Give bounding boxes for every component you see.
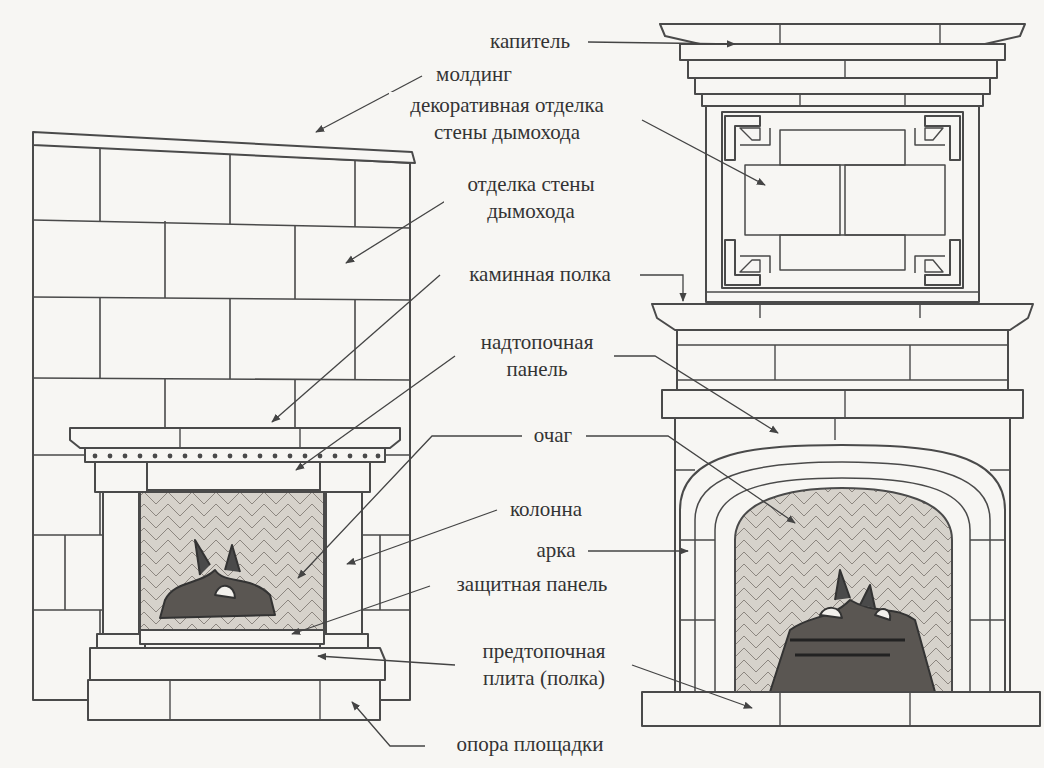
part-label: очаг [531, 422, 575, 449]
part-label: опора площадки [453, 731, 606, 758]
part-label: колонна [507, 496, 585, 523]
part-label: каминная полка [466, 261, 614, 288]
part-label: отделка стены дымохода [444, 171, 618, 225]
leader-lines [272, 42, 795, 746]
part-label: предтопочная плита (полка) [468, 638, 621, 692]
part-label: капитель [487, 28, 573, 55]
part-label: молдинг [433, 61, 515, 88]
part-label: надтопочная панель [461, 329, 614, 383]
part-label: защитная панель [454, 571, 611, 598]
part-label: декоративная отделка стены дымохода [389, 92, 626, 146]
part-label: арка [533, 537, 578, 564]
